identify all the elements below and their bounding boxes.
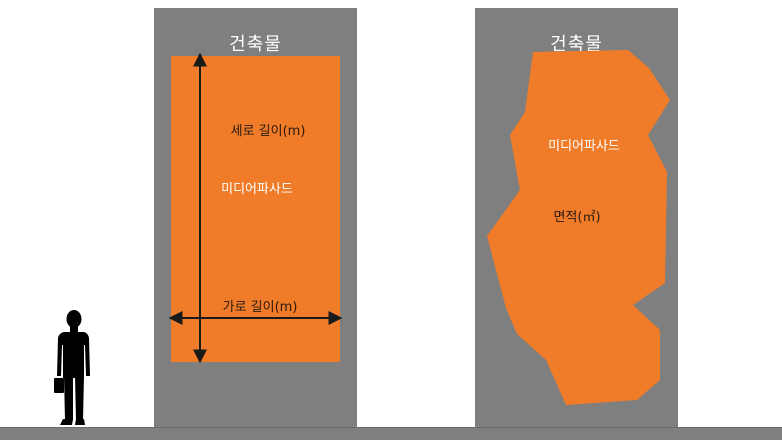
width-label: 가로 길이(m)	[223, 300, 298, 315]
facade-right-label: 미디어파사드	[548, 139, 620, 154]
building-right-label: 건축물	[550, 34, 603, 55]
media-facade-irregular	[487, 50, 670, 405]
person-silhouette-icon	[54, 310, 90, 425]
height-label: 세로 길이(m)	[231, 124, 306, 139]
ground-line	[0, 427, 782, 440]
facade-left-label: 미디어파사드	[221, 182, 293, 197]
area-label: 면적(㎡)	[553, 210, 600, 225]
building-left-label: 건축물	[229, 34, 282, 55]
